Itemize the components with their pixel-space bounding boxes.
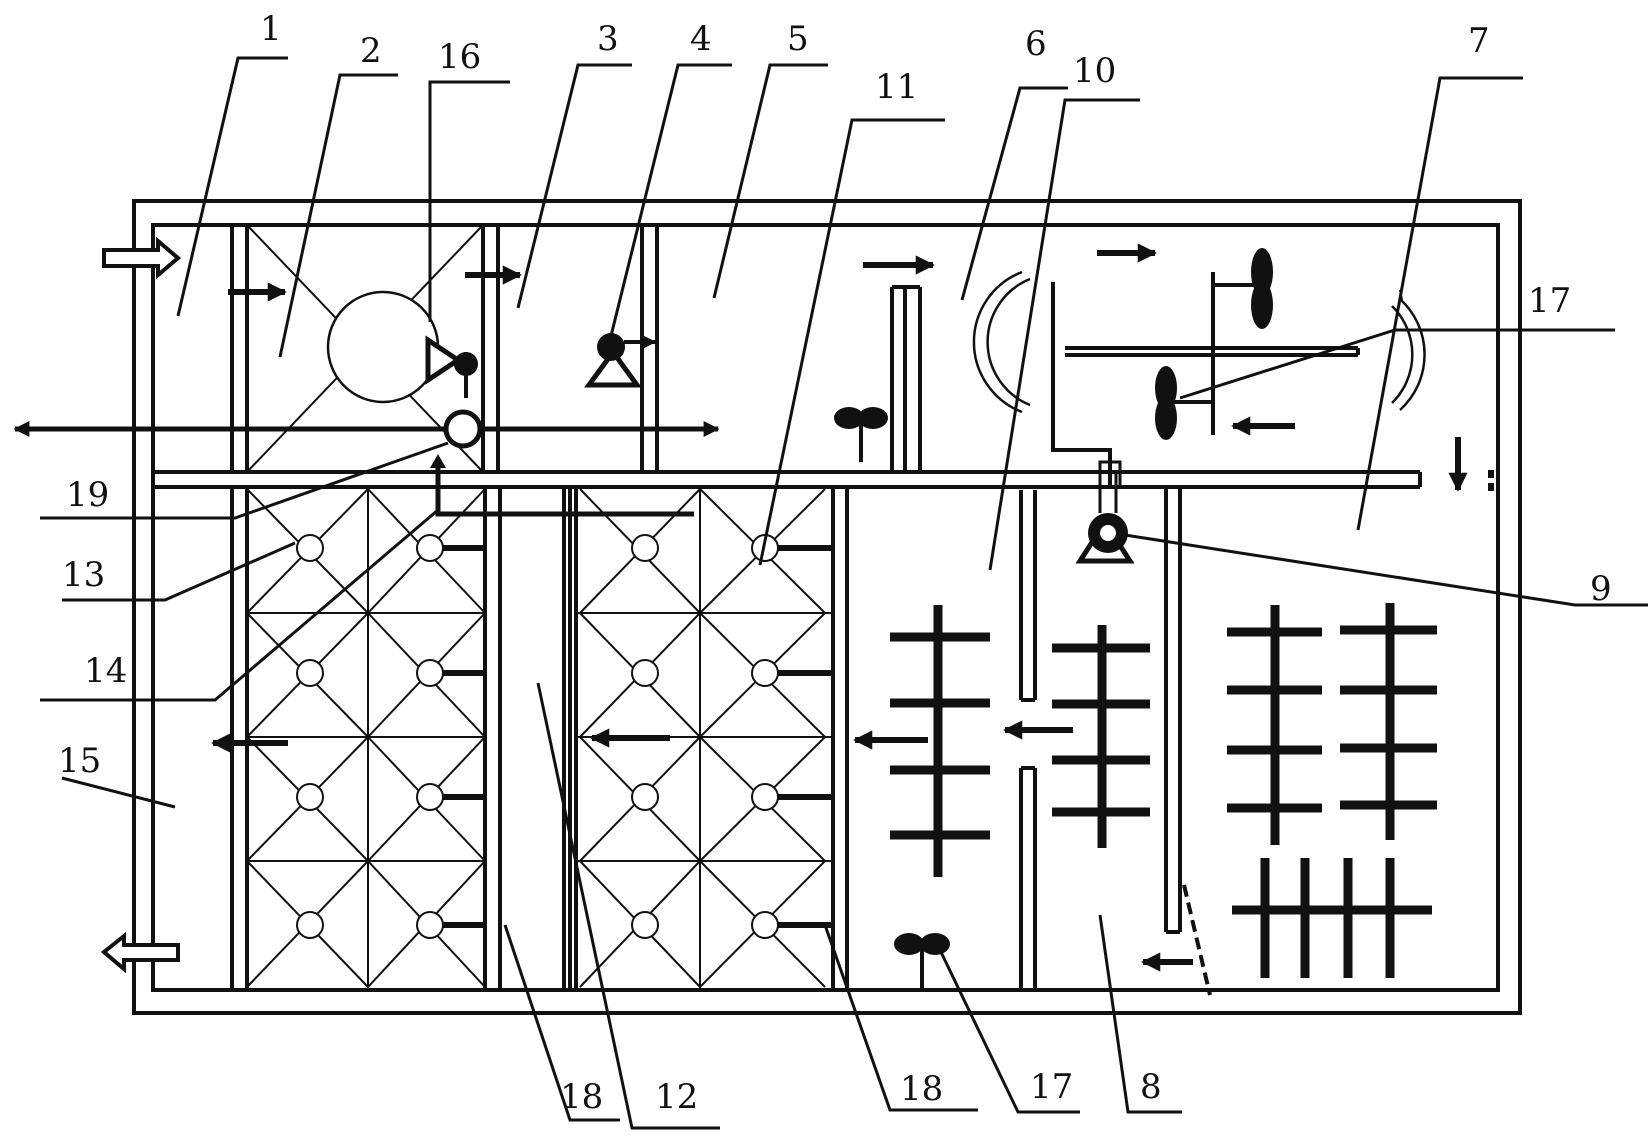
label-7: 7 — [1468, 21, 1490, 61]
label-4: 4 — [690, 19, 712, 59]
label-12: 12 — [655, 1077, 698, 1117]
filter-drum — [326, 290, 440, 404]
outlet-arrow — [100, 931, 180, 974]
label-9: 9 — [1590, 569, 1612, 609]
pump-16 — [425, 335, 478, 398]
label-8: 8 — [1140, 1067, 1162, 1107]
chamber-top-right-mixer — [1065, 248, 1426, 440]
label-11: 11 — [875, 67, 918, 107]
label-6: 6 — [1025, 24, 1047, 64]
label-17-bottom: 17 — [1030, 1067, 1073, 1107]
label-1: 1 — [260, 9, 282, 49]
aerators-small — [834, 407, 950, 988]
callout-labels: 1 2 16 3 4 5 11 6 10 7 17 19 13 9 14 15 … — [58, 9, 1612, 1117]
pump-9 — [1075, 472, 1135, 564]
label-10: 10 — [1073, 51, 1116, 91]
bottom-partitions — [230, 487, 1212, 996]
inlet-arrow — [102, 236, 182, 280]
label-13: 13 — [62, 555, 105, 595]
label-2: 2 — [360, 31, 382, 71]
label-19: 19 — [66, 475, 109, 515]
label-18-right: 18 — [900, 1069, 943, 1109]
inner-tank-wall — [151, 223, 1500, 992]
label-18-left: 18 — [560, 1077, 603, 1117]
label-16: 16 — [438, 37, 481, 77]
pump-4 — [584, 333, 657, 388]
label-17-top: 17 — [1528, 281, 1571, 321]
label-3: 3 — [597, 19, 619, 59]
flow-arrows — [211, 243, 1494, 972]
filter-grid-right — [576, 487, 833, 990]
label-5: 5 — [787, 19, 809, 59]
label-15: 15 — [58, 741, 101, 781]
biofilm-carriers — [890, 603, 1437, 978]
label-14: 14 — [84, 651, 127, 691]
valve-19-pipes — [13, 409, 720, 517]
leader-lines — [40, 56, 1648, 1130]
outer-tank-wall — [132, 199, 1522, 1015]
chamber-6-equipment — [972, 270, 1122, 486]
filter-grid-left — [246, 487, 486, 990]
